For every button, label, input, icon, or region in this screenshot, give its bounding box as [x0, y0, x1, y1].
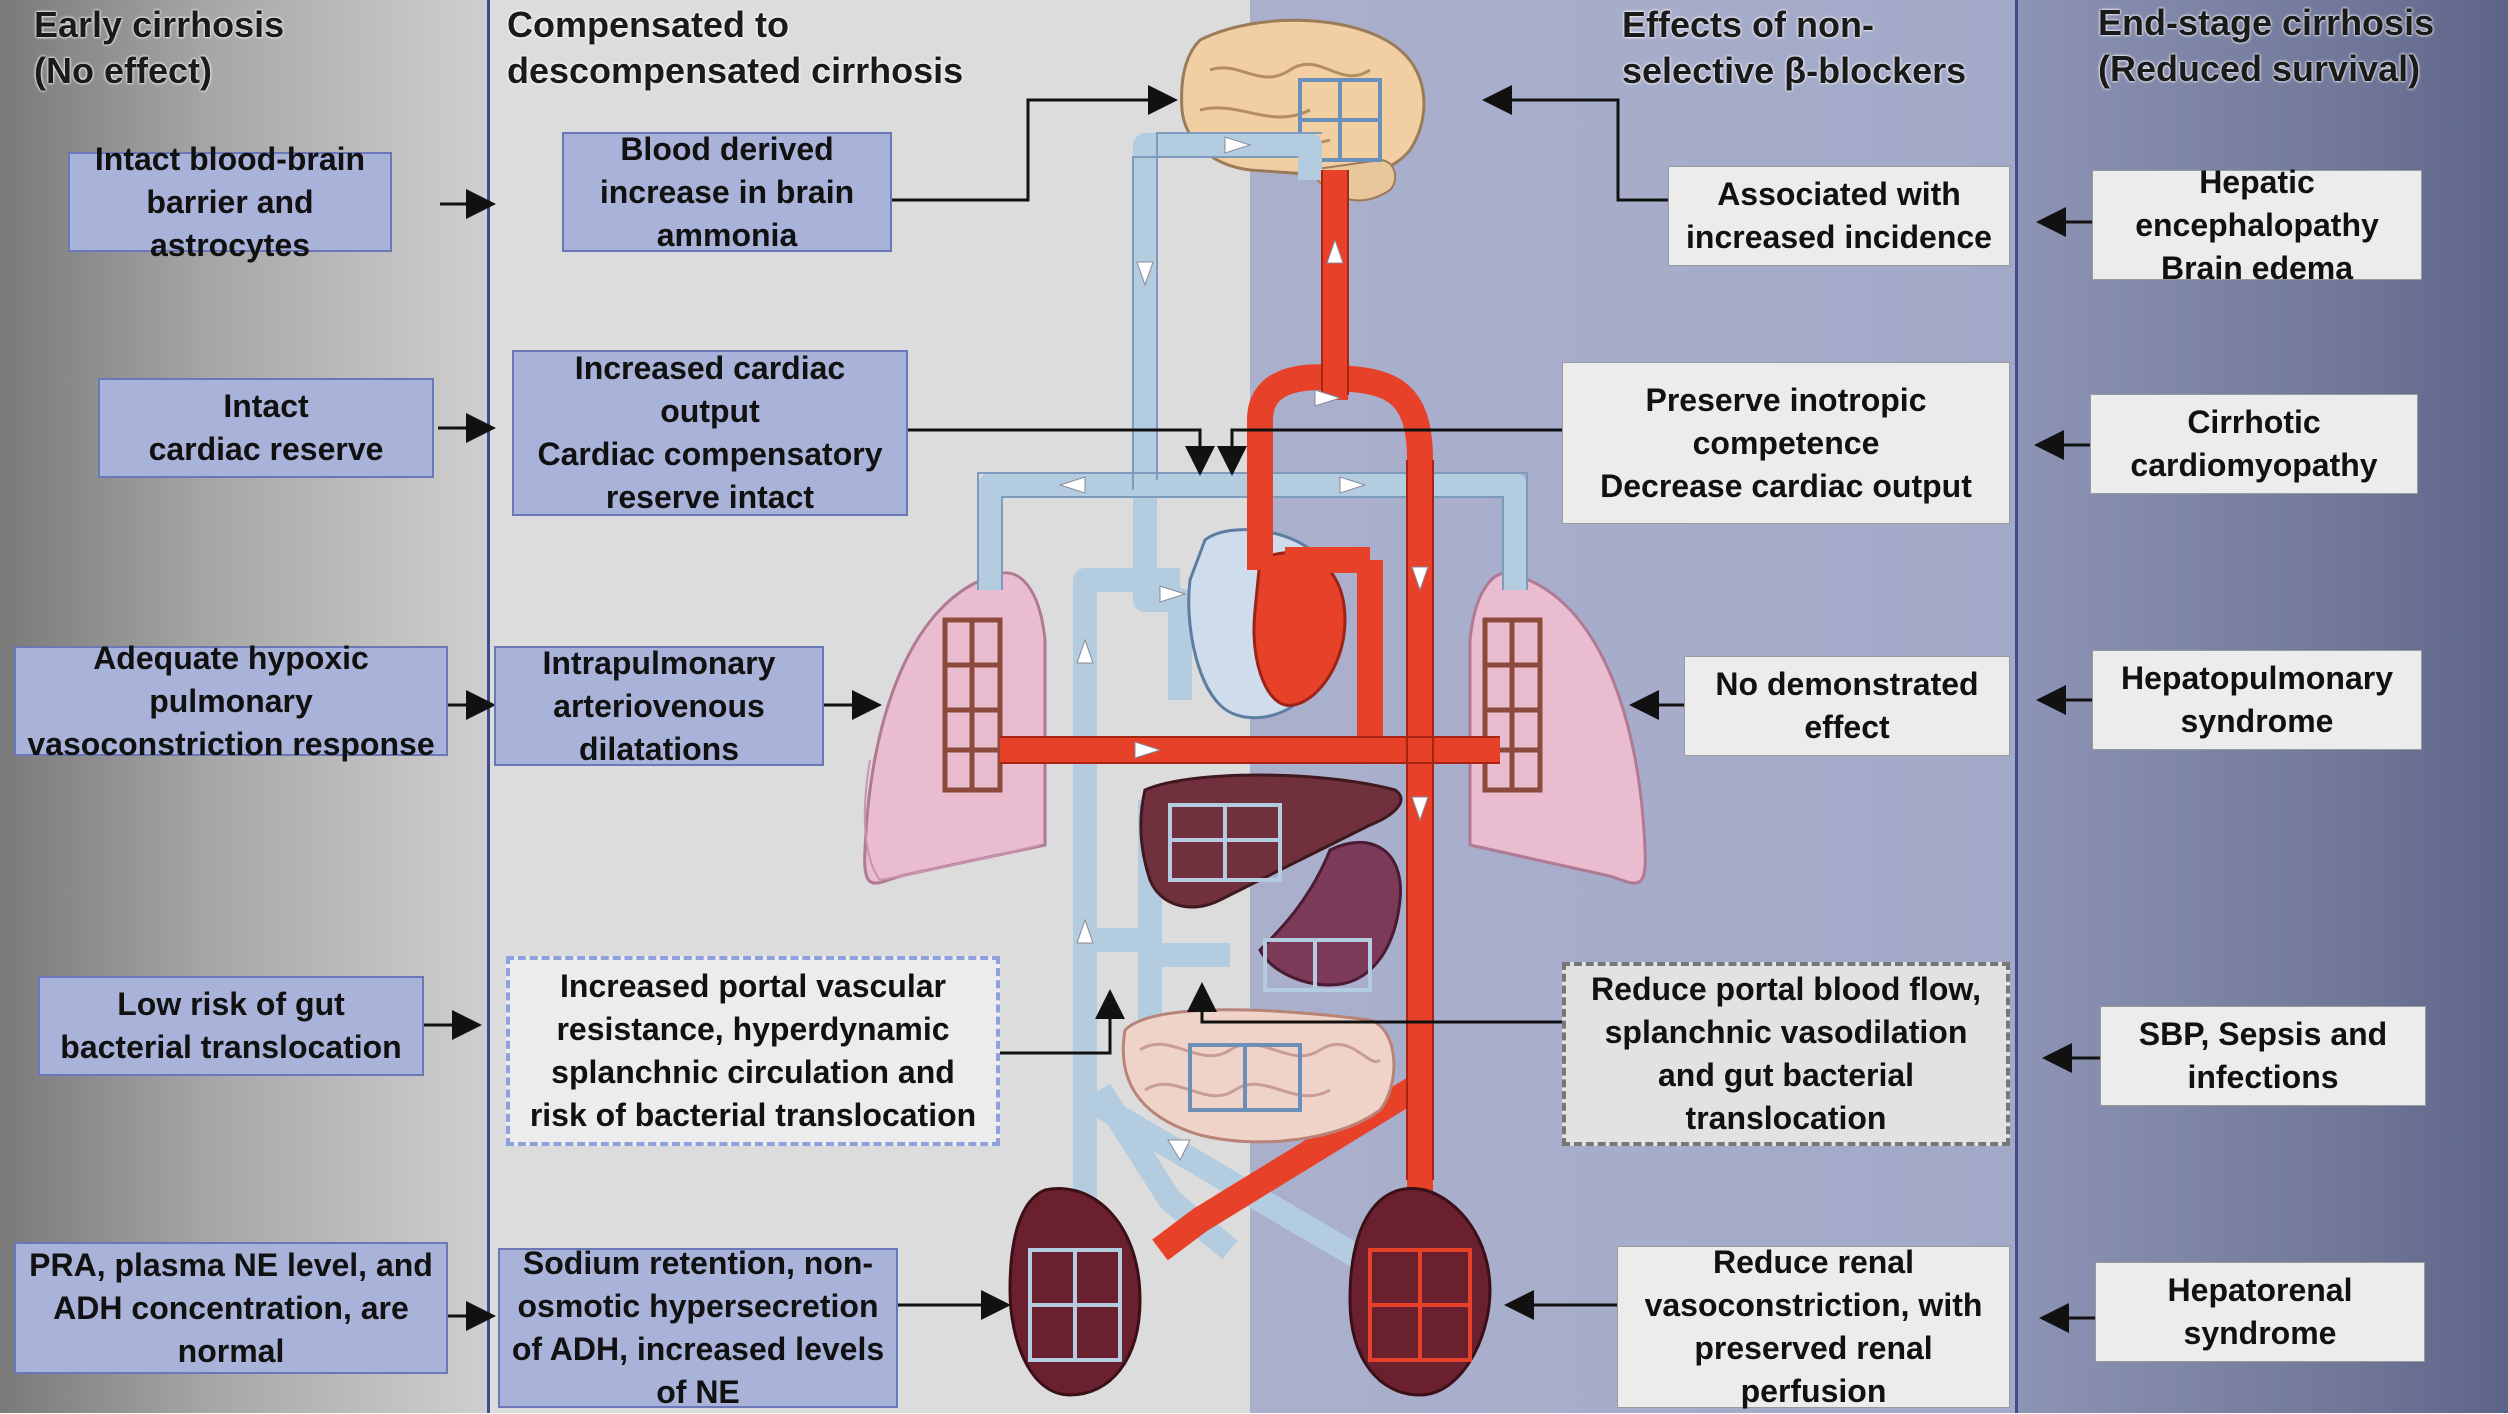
- right-kidney-icon: [1348, 1187, 1492, 1397]
- spleen-icon: [1258, 840, 1402, 987]
- header-beta-blocker-effects: Effects of non- selective β-blockers: [1622, 4, 1967, 91]
- arrow-effect-gut: [1187, 982, 1562, 1024]
- endstage-gut-box: SBP, Sepsis and infections: [2100, 1006, 2426, 1106]
- compensated-heart-box: Increased cardiac output Cardiac compens…: [512, 350, 908, 516]
- compensated-kidney-box: Sodium retention, non- osmotic hypersecr…: [498, 1245, 898, 1410]
- compensated-gut-box: Increased portal vascular resistance, hy…: [506, 956, 1000, 1146]
- header-end-stage-cirrhosis: End-stage cirrhosis (Reduced survival): [2098, 2, 2435, 89]
- arrow-effect-heart: [1217, 428, 1562, 476]
- early-brain-box: Intact blood-brain barrier and astrocyte…: [68, 141, 392, 263]
- effect-lung-box: No demonstrated effect: [1684, 656, 2010, 756]
- arrow-comp-heart: [908, 428, 1215, 476]
- effect-heart-box: Preserve inotropic competence Decrease c…: [1562, 362, 2010, 524]
- effect-brain-box: Associated with increased incidence: [1668, 166, 2010, 266]
- early-lung-box: Adequate hypoxic pulmonary vasoconstrict…: [14, 640, 448, 762]
- early-kidney-box: PRA, plasma NE level, and ADH concentrat…: [14, 1242, 448, 1374]
- early-heart-box: Intact cardiac reserve: [98, 378, 434, 478]
- endstage-kidney-box: Hepatorenal syndrome: [2095, 1262, 2425, 1362]
- left-kidney-icon: [1008, 1187, 1142, 1397]
- effect-gut-box: Reduce portal blood flow, splanchnic vas…: [1562, 962, 2010, 1146]
- arrow-comp-brain: [892, 85, 1178, 202]
- endstage-heart-box: Cirrhotic cardiomyopathy: [2090, 394, 2418, 494]
- header-compensated-cirrhosis: Compensated to descompensated cirrhosis: [507, 4, 964, 91]
- arrow-comp-gut: [1000, 989, 1125, 1055]
- compensated-brain-box: Blood derived increase in brain ammonia: [562, 131, 892, 253]
- effect-kidney-box: Reduce renal vasoconstriction, with pres…: [1617, 1244, 2010, 1409]
- endstage-lung-box: Hepatopulmonary syndrome: [2092, 650, 2422, 750]
- arrow-effect-brain: [1482, 85, 1668, 202]
- endstage-brain-box: Hepatic encephalopathy Brain edema: [2092, 164, 2422, 286]
- intestine-icon: [1121, 1008, 1396, 1144]
- compensated-lung-box: Intrapulmonary arteriovenous dilatations: [494, 645, 824, 767]
- header-early-cirrhosis: Early cirrhosis (No effect): [34, 4, 285, 91]
- early-gut-box: Low risk of gut bacterial translocation: [38, 976, 424, 1076]
